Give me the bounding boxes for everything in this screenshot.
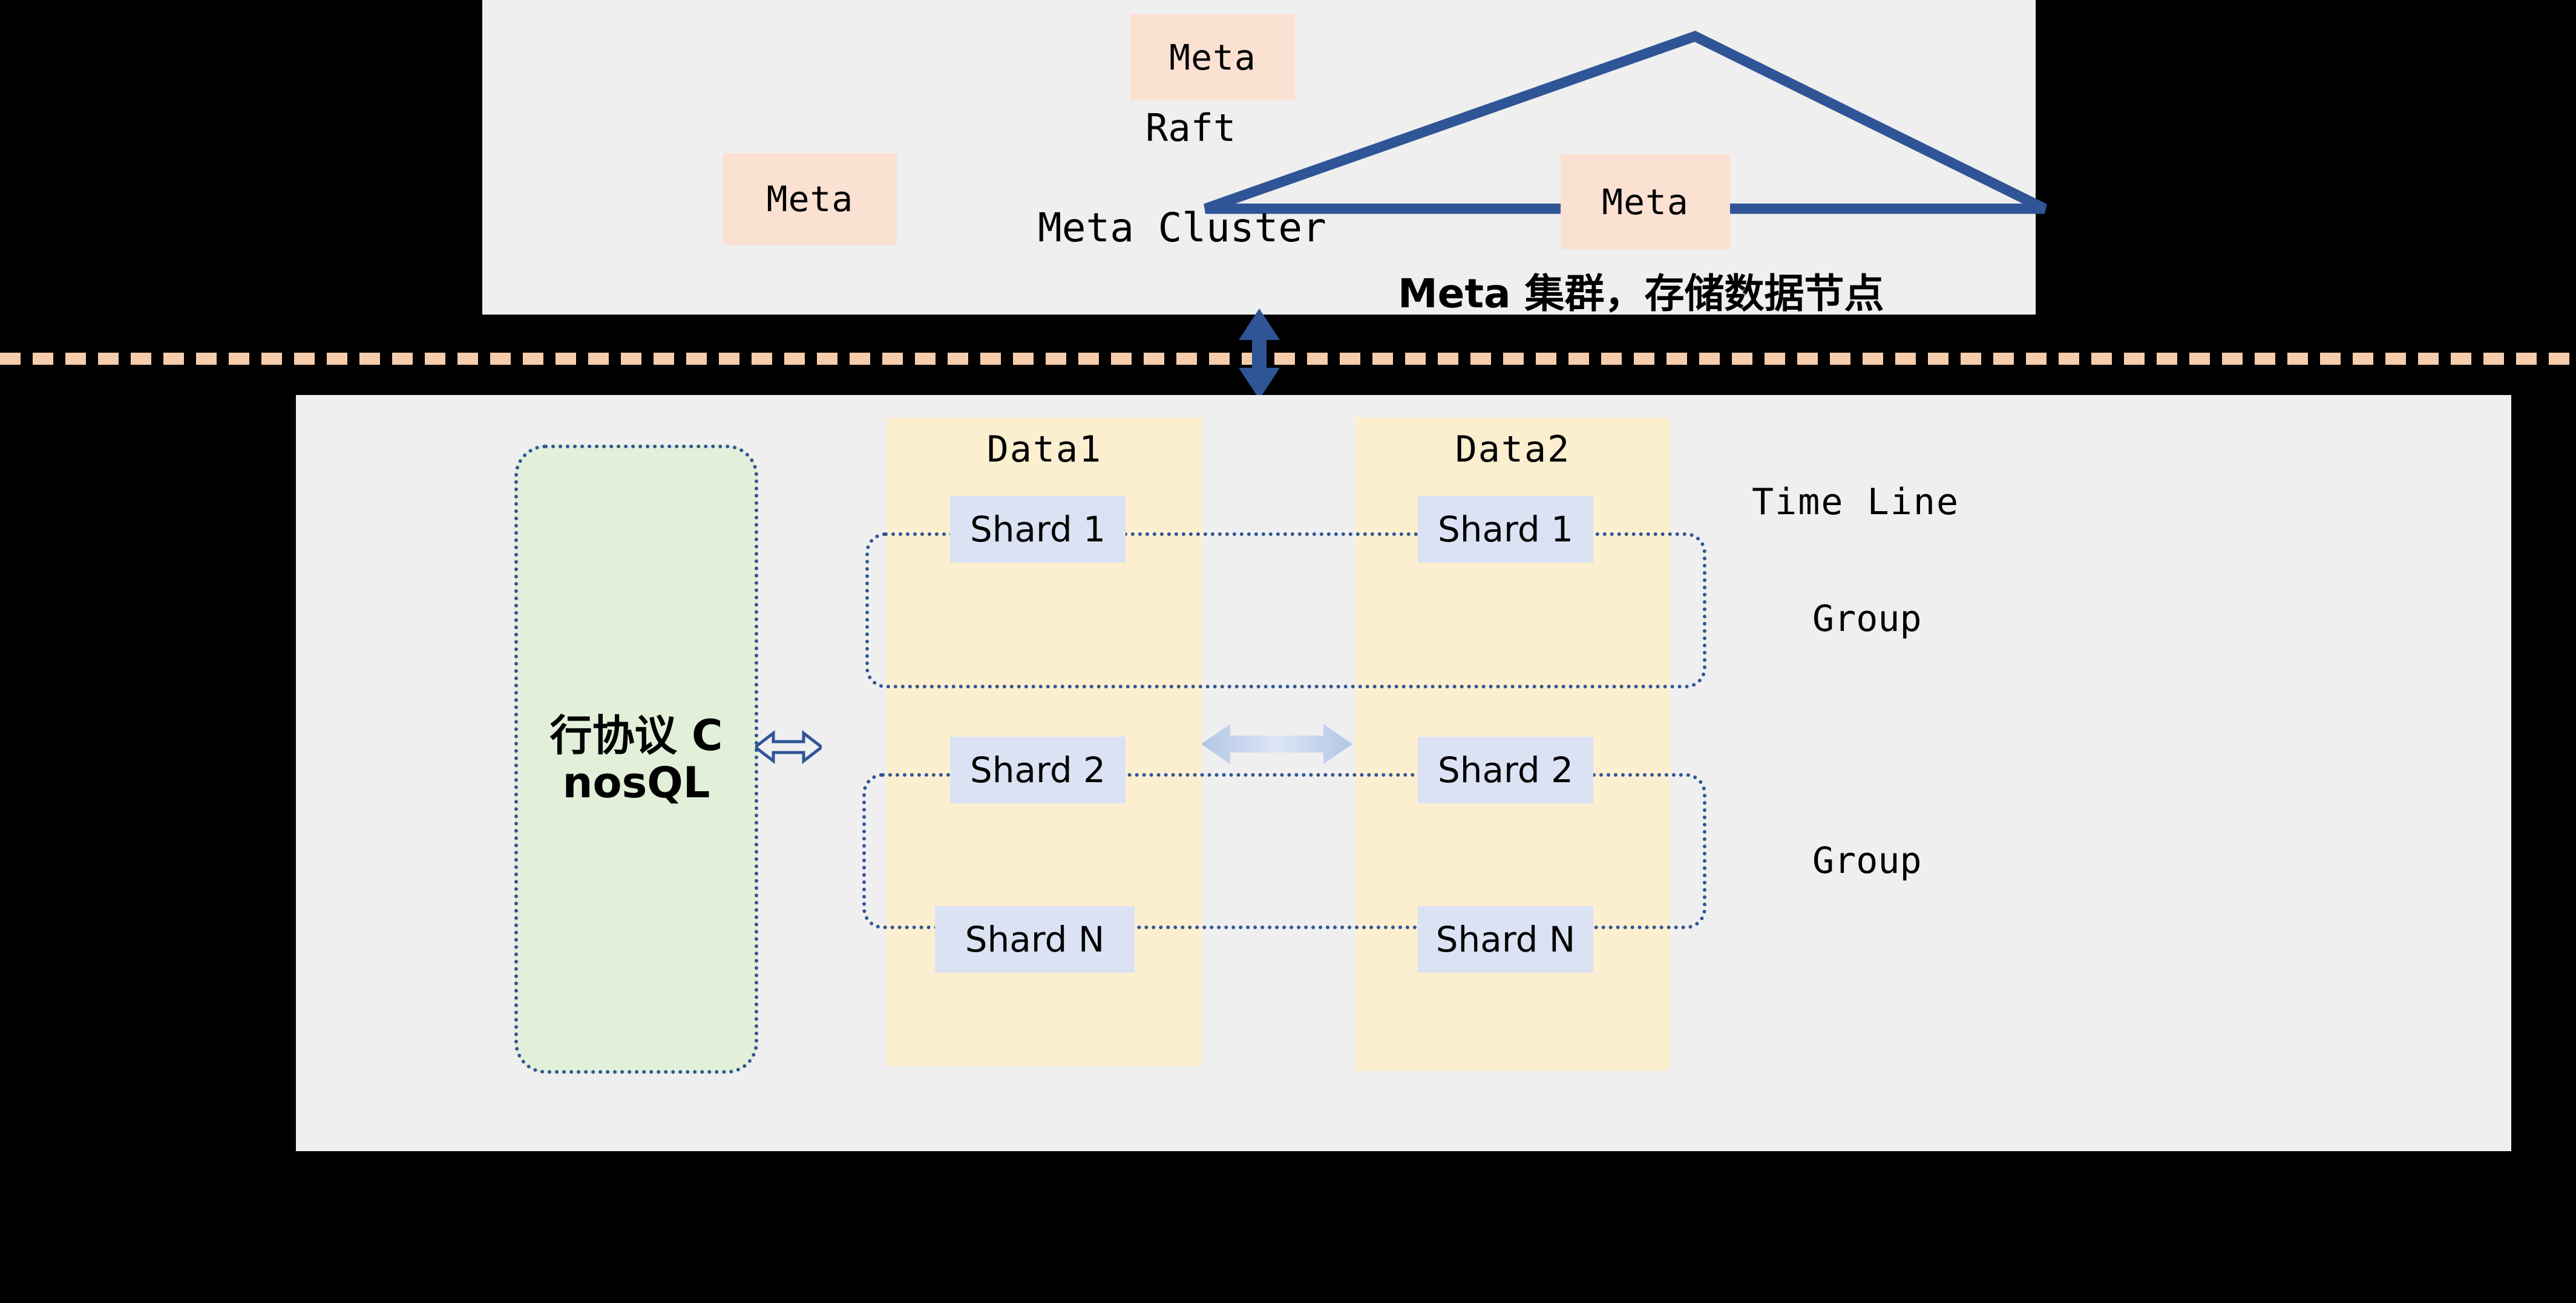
meta-node-right[interactable]: Meta xyxy=(1561,154,1730,249)
meta-node-label: Meta xyxy=(1169,36,1256,78)
shard-data1-2[interactable]: Shard 2 xyxy=(950,737,1126,803)
plane-divider xyxy=(0,353,2576,365)
shard-data1-1[interactable]: Shard 1 xyxy=(950,496,1126,563)
group-label-1: Group xyxy=(1812,598,1922,640)
meta-node-label: Meta xyxy=(1602,181,1689,223)
timeline-label: Time Line xyxy=(1752,481,1960,523)
query-engine-label: 行协议 CnosQL xyxy=(549,710,723,808)
shard-data2-n[interactable]: Shard N xyxy=(1418,906,1593,973)
shard-label: Shard 2 xyxy=(969,749,1106,791)
engine-data-link-arrow-icon xyxy=(755,730,822,765)
group-label-2: Group xyxy=(1812,840,1922,882)
shard-label: Shard 1 xyxy=(1437,509,1574,550)
meta-cluster-label: Meta Cluster xyxy=(1038,204,1326,251)
shard-data2-2[interactable]: Shard 2 xyxy=(1418,737,1593,803)
replication-group-1 xyxy=(865,532,1706,688)
meta-node-left[interactable]: Meta xyxy=(723,153,897,245)
raft-protocol-label: Raft xyxy=(1145,106,1236,150)
shard-data1-n[interactable]: Shard N xyxy=(935,906,1135,973)
meta-node-label: Meta xyxy=(766,178,854,220)
shard-label: Shard N xyxy=(1435,919,1576,960)
query-engine-box[interactable]: 行协议 CnosQL xyxy=(514,445,758,1074)
shard-data2-1[interactable]: Shard 1 xyxy=(1418,496,1593,563)
meta-caption-clip: Meta 集群，存储数据节点 xyxy=(1398,266,2036,315)
meta-data-link-arrow-icon xyxy=(1239,309,1280,399)
meta-caption-text: Meta 集群，存储数据节点 xyxy=(1398,270,1884,315)
data-node-title: Data1 xyxy=(986,428,1103,471)
meta-node-top[interactable]: Meta xyxy=(1130,14,1295,100)
shard-label: Shard 2 xyxy=(1437,749,1574,791)
replication-group-2 xyxy=(862,773,1706,929)
shard-label: Shard 1 xyxy=(969,509,1106,550)
replication-arrow-icon xyxy=(1201,724,1352,764)
shard-label: Shard N xyxy=(965,919,1105,960)
data-node-title: Data2 xyxy=(1455,428,1571,471)
